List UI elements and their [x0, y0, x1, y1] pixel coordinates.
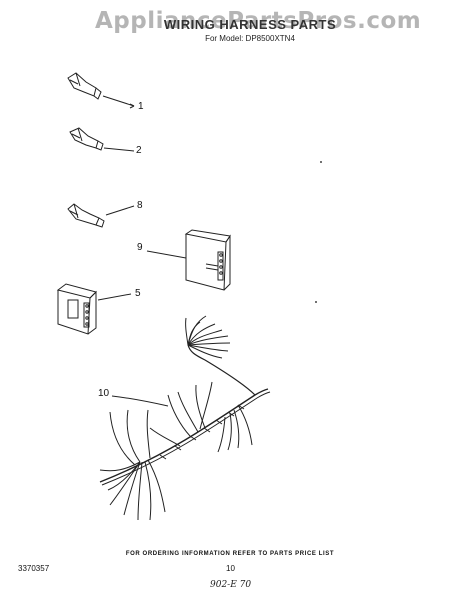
ordering-note: FOR ORDERING INFORMATION REFER TO PARTS … — [125, 551, 335, 557]
handwritten-note: 902-E 70 — [210, 580, 252, 590]
callout-9: 9 — [137, 242, 143, 253]
document-number: 3370357 — [18, 564, 50, 573]
part-8-terminal-drawing — [67, 203, 135, 228]
page-number: 10 — [226, 564, 235, 573]
speck-mark — [315, 301, 317, 303]
speck-mark — [320, 161, 322, 163]
callout-5: 5 — [135, 288, 141, 299]
part-1-terminal-drawing — [67, 72, 135, 109]
part-9-housing-drawing — [146, 229, 231, 291]
callout-10: 10 — [98, 388, 110, 399]
part-5-housing-drawing — [56, 283, 132, 335]
watermark: AppliancePartsPros.com — [95, 8, 422, 34]
callout-2: 2 — [136, 145, 142, 156]
page-title: WIRING HARNESS PARTS — [163, 17, 337, 32]
callout-1: 1 — [138, 101, 144, 112]
part-10-harness-drawing — [99, 315, 271, 521]
part-2-terminal-drawing — [69, 127, 135, 152]
callout-8: 8 — [137, 200, 143, 211]
model-subtitle: For Model: DP8500XTN4 — [205, 34, 295, 43]
